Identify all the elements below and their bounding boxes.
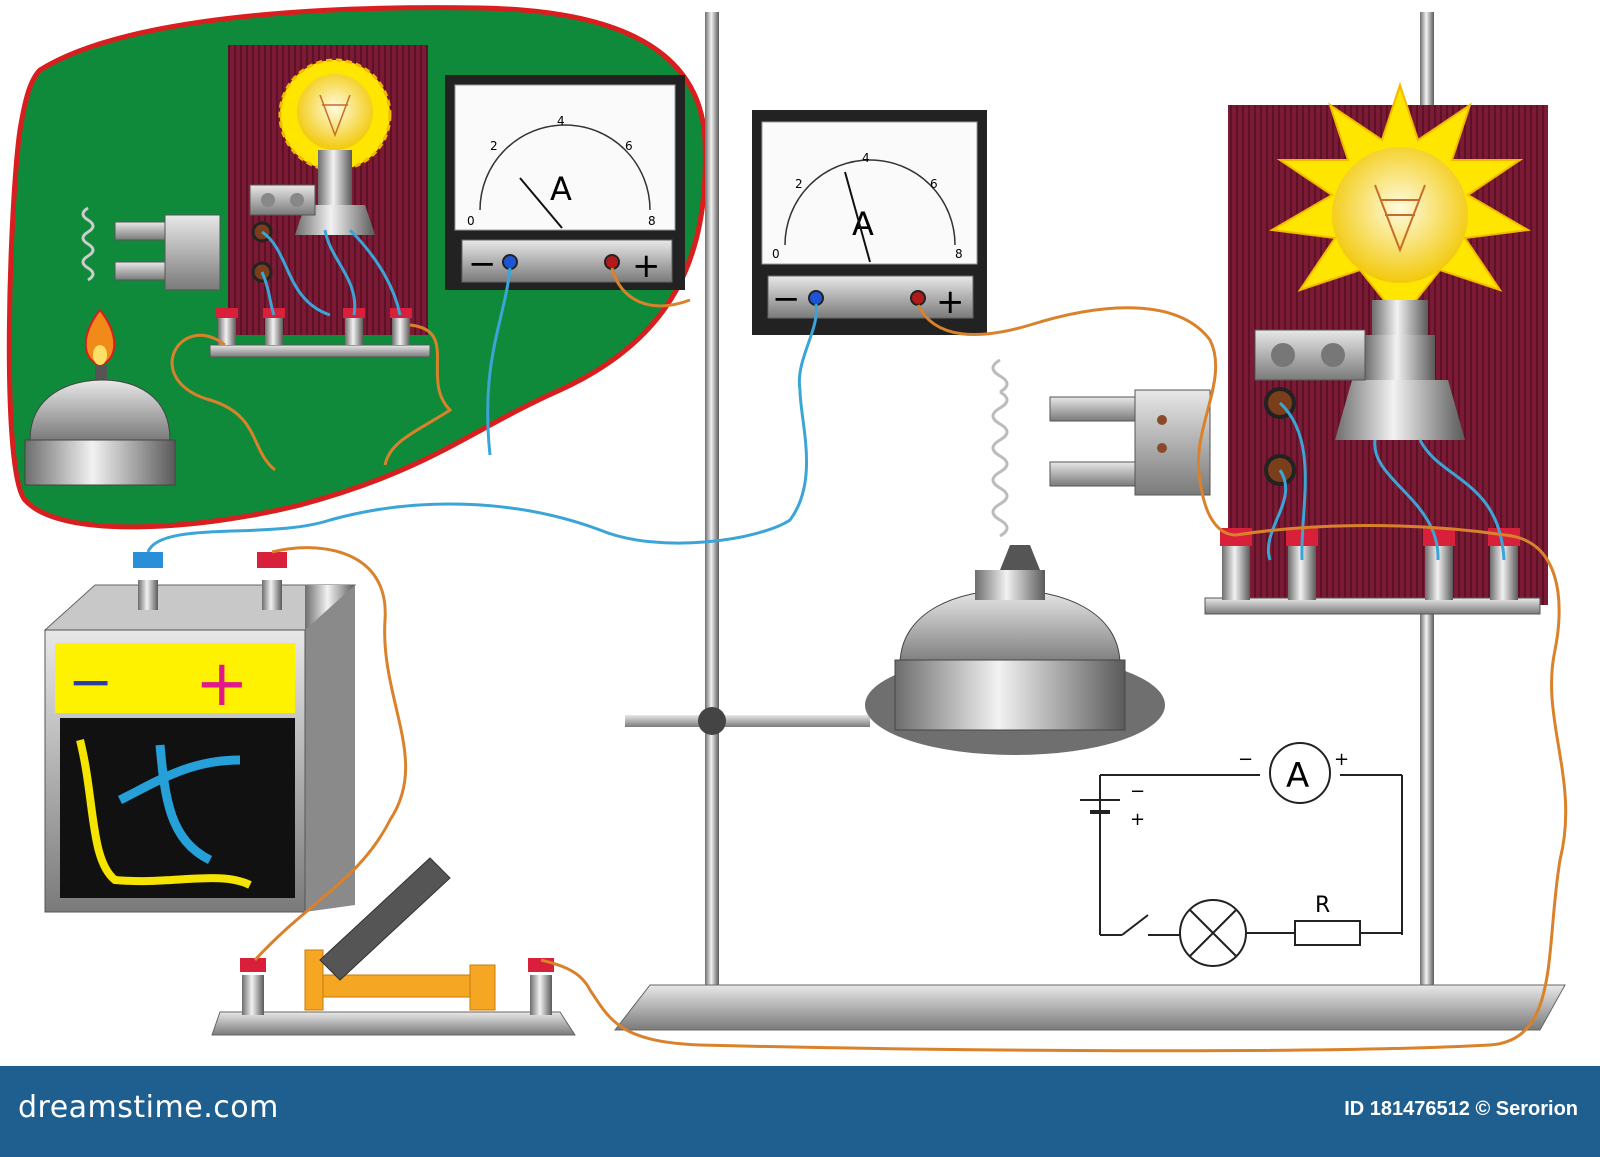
- schematic-battery-plus: +: [1130, 809, 1145, 830]
- small-ammeter: 0 2 4 6 8 A − +: [445, 75, 685, 290]
- large-ammeter-plus: +: [936, 282, 965, 322]
- large-ammeter-tick-6: 6: [930, 177, 938, 191]
- large-ammeter-tick-8: 8: [955, 247, 963, 261]
- schematic-resistor: [1294, 920, 1361, 946]
- large-ammeter: 0 2 4 6 8 A − +: [752, 110, 987, 335]
- small-ammeter-tick-2: 2: [490, 139, 498, 153]
- battery-plus: +: [195, 647, 249, 721]
- small-ammeter-minus: −: [468, 244, 497, 284]
- schematic-battery-minus: −: [1130, 781, 1145, 802]
- small-ammeter-plus: +: [632, 246, 661, 286]
- large-ammeter-minus: −: [772, 279, 801, 319]
- small-ammeter-tick-8: 8: [648, 214, 656, 228]
- large-ammeter-tick-2: 2: [795, 177, 803, 191]
- footer-credit: ID 181476512 © Serorion: [1344, 1098, 1578, 1120]
- battery-minus: −: [68, 650, 113, 713]
- schematic-switch: [1121, 914, 1149, 936]
- knife-switch-icon: [211, 857, 576, 1036]
- large-ammeter-tick-0: 0: [772, 247, 780, 261]
- small-ammeter-needle: [519, 177, 563, 229]
- footer-brand: dreamstime.com: [18, 1090, 279, 1125]
- small-ammeter-unit: A: [550, 170, 572, 208]
- large-lamp-board: [1204, 81, 1548, 615]
- large-lamp-icon: [1268, 81, 1532, 440]
- schematic-ammeter-minus: −: [1238, 749, 1253, 770]
- footer-bar: dreamstime.com ID 181476512 © Serorion: [0, 1066, 1600, 1157]
- large-ammeter-tick-4: 4: [862, 151, 870, 165]
- large-coil-icon: [991, 358, 1009, 538]
- schematic-ammeter: [1269, 742, 1331, 804]
- small-ammeter-tick-0: 0: [467, 214, 475, 228]
- circuit-schematic: [1080, 742, 1403, 967]
- spirit-lamp-icon: [865, 545, 1165, 755]
- small-spirit-lamp-icon: [24, 308, 176, 486]
- small-coil-icon: [81, 206, 95, 282]
- schematic-ammeter-plus: +: [1334, 749, 1349, 770]
- small-ammeter-tick-4: 4: [557, 114, 565, 128]
- small-ammeter-tick-6: 6: [625, 139, 633, 153]
- small-lamp-icon: [278, 58, 392, 235]
- large-ammeter-needle: [844, 171, 871, 263]
- circuit-illustration: 0 2 4 6 8 A − + 0 2 4 6 8 A: [6, 5, 1568, 1053]
- inset-panel: 0 2 4 6 8 A − +: [6, 5, 708, 530]
- schematic-resistor-label: R: [1315, 893, 1330, 918]
- schematic-ammeter-label: A: [1286, 756, 1309, 796]
- small-clamp-plate: [249, 184, 316, 216]
- battery: − +: [43, 552, 357, 913]
- wires: [146, 303, 1568, 1053]
- stand-base: [613, 984, 1566, 1031]
